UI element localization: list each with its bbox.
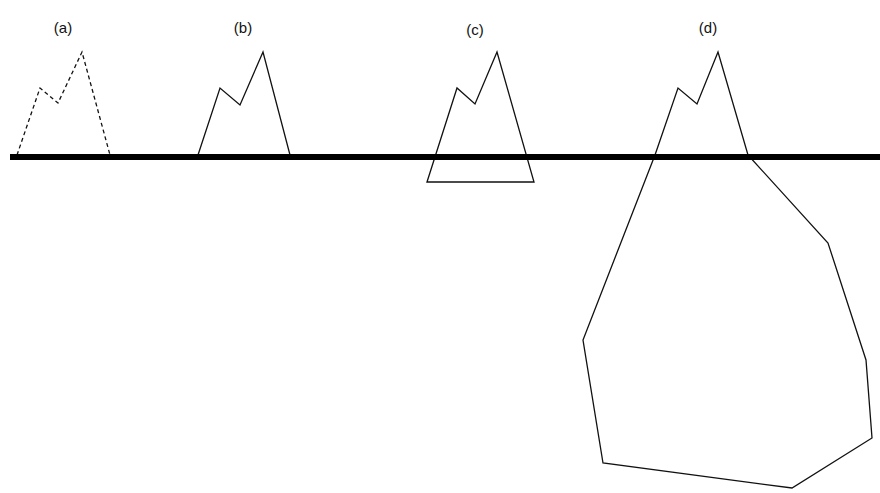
iceberg-submerged <box>583 155 872 488</box>
panel-label: (d) <box>699 20 717 35</box>
iceberg-tip <box>198 52 290 155</box>
panel-label: (a) <box>54 20 72 35</box>
water-line <box>10 154 880 160</box>
panel-label: (b) <box>234 20 252 35</box>
iceberg-dashed <box>17 52 110 155</box>
iceberg-small-base <box>427 52 534 182</box>
panel-label: (c) <box>466 22 484 37</box>
iceberg-tip <box>655 52 748 155</box>
